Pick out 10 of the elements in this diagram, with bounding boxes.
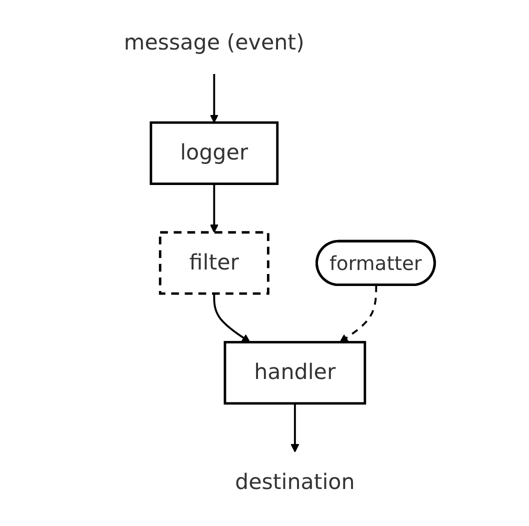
node-box: handler <box>224 340 366 405</box>
node-box: filter <box>158 231 270 295</box>
node-text: destination <box>234 470 355 495</box>
arrow <box>210 184 218 233</box>
node-box: logger <box>150 121 278 186</box>
arrow <box>212 294 250 343</box>
node-text: message (event) <box>124 31 304 56</box>
arrow <box>210 74 218 123</box>
arrow <box>339 285 377 343</box>
arrow <box>290 403 299 452</box>
